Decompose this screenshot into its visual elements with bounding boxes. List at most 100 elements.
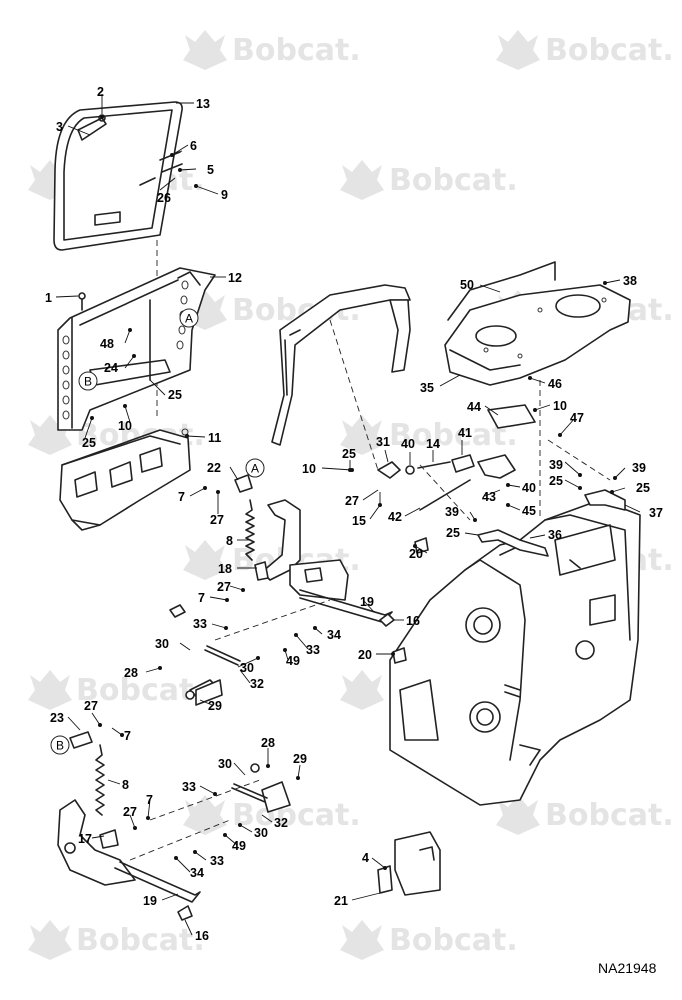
marker-label: B (84, 375, 92, 389)
attachment-plate-part (59, 428, 191, 531)
callout-6: 6 (190, 139, 197, 153)
callout-8: 8 (226, 534, 233, 548)
bracket-part (584, 489, 626, 511)
callout-47: 47 (570, 411, 584, 425)
callout-14: 14 (426, 437, 440, 451)
callout-15: 15 (352, 514, 366, 528)
callout-43: 43 (482, 490, 496, 504)
callout-42: 42 (388, 510, 402, 524)
callout-26: 26 (157, 191, 171, 205)
callout-41: 41 (458, 426, 472, 440)
bobcat-logo-icon (28, 670, 72, 710)
callout-49: 49 (232, 839, 246, 853)
callout-28: 28 (261, 736, 275, 750)
link-part (189, 645, 241, 706)
callout-7: 7 (124, 729, 131, 743)
callout-12: 12 (228, 271, 242, 285)
front-frame-part (57, 267, 216, 431)
callout-40: 40 (522, 481, 536, 495)
callout-30: 30 (240, 661, 254, 675)
callout-7: 7 (178, 490, 185, 504)
callout-34: 34 (327, 628, 341, 642)
loader-frame-part (389, 499, 641, 806)
callout-8: 8 (122, 778, 129, 792)
reference-markers: A B A B (50, 308, 265, 755)
bobcat-logo-icon (340, 920, 384, 960)
callout-22: 22 (207, 461, 221, 475)
bobcat-logo-icon (183, 540, 227, 580)
bobcat-logo-icon (340, 415, 384, 455)
callout-23: 23 (50, 711, 64, 725)
callout-19: 19 (360, 595, 374, 609)
bobcat-logo-icon (340, 670, 384, 710)
callout-49: 49 (286, 654, 300, 668)
callout-10: 10 (553, 399, 567, 413)
callout-38: 38 (623, 274, 637, 288)
callout-13: 13 (196, 97, 210, 111)
callout-29: 29 (293, 752, 307, 766)
lever-arm-part (261, 499, 393, 623)
top-cover-part (444, 284, 631, 386)
spring-part (245, 499, 255, 561)
callout-11: 11 (208, 431, 221, 445)
bobcat-logo-icon (28, 415, 72, 455)
link-part (231, 781, 291, 813)
callout-9: 9 (221, 188, 228, 202)
leader-lines (55, 94, 641, 936)
callout-4: 4 (362, 851, 369, 865)
gasket-part (447, 261, 556, 321)
bracket-part (377, 831, 441, 896)
callout-25: 25 (168, 388, 182, 402)
bobcat-logo-icon (496, 30, 540, 70)
callout-30: 30 (254, 826, 268, 840)
callout-labels: 2 13 3 6 5 26 9 1 12 48 24 25 25 10 11 2… (45, 85, 663, 943)
callout-30: 30 (155, 637, 169, 651)
watermark-text: Bobcat. (389, 163, 518, 198)
rops-bar-part (271, 284, 411, 446)
callout-1: 1 (45, 291, 52, 305)
callout-27: 27 (84, 699, 98, 713)
callout-40: 40 (401, 437, 415, 451)
callout-29: 29 (208, 699, 222, 713)
callout-37: 37 (649, 506, 663, 520)
callout-34: 34 (190, 866, 204, 880)
callout-20: 20 (409, 547, 423, 561)
callout-28: 28 (124, 666, 138, 680)
figure-id: NA21948 (598, 960, 657, 976)
callout-5: 5 (207, 163, 214, 177)
callout-19: 19 (143, 894, 157, 908)
watermark-text: Bobcat. (232, 33, 361, 68)
callout-32: 32 (274, 816, 288, 830)
callout-27: 27 (345, 494, 359, 508)
bobcat-logo-icon (496, 795, 540, 835)
watermark-text: Bobcat. (545, 33, 674, 68)
callout-44: 44 (467, 400, 481, 414)
watermark-text: Bobcat. (76, 923, 205, 958)
callout-3: 3 (56, 120, 63, 134)
callout-25: 25 (342, 447, 356, 461)
reference-marker-a: A (179, 308, 199, 328)
callout-24: 24 (104, 361, 118, 375)
watermark-text: Bobcat. (232, 798, 361, 833)
callout-25: 25 (446, 526, 460, 540)
callout-16: 16 (406, 614, 420, 628)
callout-25: 25 (636, 481, 650, 495)
callout-17: 17 (78, 832, 92, 846)
bracket-part (477, 529, 549, 557)
leader-terminals (90, 115, 617, 870)
callout-10: 10 (118, 419, 132, 433)
bobcat-logo-icon (183, 795, 227, 835)
callout-7: 7 (146, 793, 153, 807)
latch-assembly-part (377, 404, 536, 511)
callout-33: 33 (182, 780, 196, 794)
reference-marker-b: B (78, 371, 98, 391)
callout-18: 18 (218, 562, 232, 576)
callout-27: 27 (210, 513, 224, 527)
bobcat-logo-icon (28, 920, 72, 960)
callout-36: 36 (548, 528, 562, 542)
callout-33: 33 (193, 617, 207, 631)
callout-39: 39 (549, 458, 563, 472)
reference-marker-a: A (245, 458, 265, 478)
watermark-text: Bobcat. (545, 798, 674, 833)
marker-label: A (251, 462, 259, 476)
